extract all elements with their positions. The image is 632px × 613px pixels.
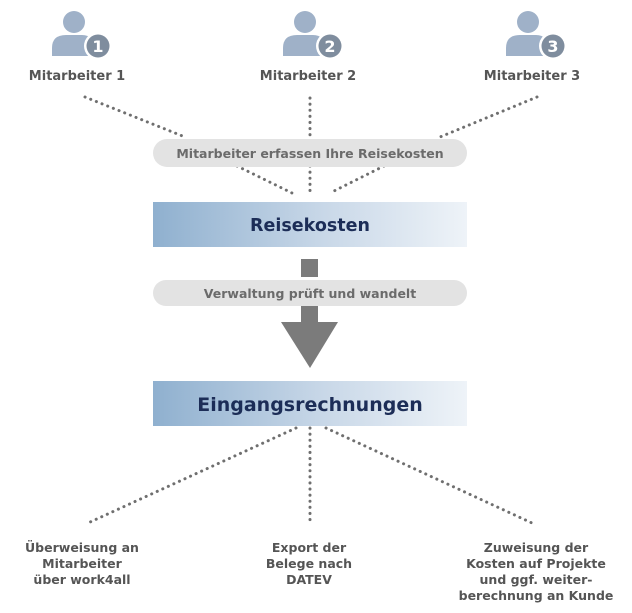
down-arrow-icon xyxy=(281,259,338,368)
svg-text:1: 1 xyxy=(92,37,103,56)
output-transfer: Überweisung an Mitarbeiter über work4all xyxy=(25,540,139,587)
output-line: Export der xyxy=(272,540,347,555)
person-icon xyxy=(506,11,548,56)
output-line: Kosten auf Projekte xyxy=(466,556,606,571)
step-pill-review: Verwaltung prüft und wandelt xyxy=(153,280,467,306)
svg-text:2: 2 xyxy=(324,37,335,56)
number-badge: 2 xyxy=(316,32,344,60)
employee-1: 1 Mitarbeiter 1 xyxy=(29,11,125,84)
output-line: Überweisung an xyxy=(25,540,139,555)
connector-lines-bottom xyxy=(86,426,534,526)
employee-label: Mitarbeiter 1 xyxy=(29,69,125,84)
step-pill-label: Verwaltung prüft und wandelt xyxy=(204,286,416,301)
number-badge: 1 xyxy=(84,32,112,60)
output-line: DATEV xyxy=(286,572,332,587)
output-line: über work4all xyxy=(33,572,130,587)
output-datev-export: Export der Belege nach DATEV xyxy=(266,540,352,587)
process-box-eingangsrechnungen: Eingangsrechnungen xyxy=(153,381,467,426)
number-badge: 3 xyxy=(539,32,567,60)
output-line: berechnung an Kunde xyxy=(459,588,614,603)
employee-label: Mitarbeiter 2 xyxy=(260,69,356,84)
output-line: Mitarbeiter xyxy=(42,556,122,571)
employee-label: Mitarbeiter 3 xyxy=(484,69,580,84)
box-label: Eingangsrechnungen xyxy=(197,394,423,416)
employee-3: 3 Mitarbeiter 3 xyxy=(484,11,580,84)
process-box-reisekosten: Reisekosten xyxy=(153,202,467,247)
connector-lines-top xyxy=(83,95,539,195)
box-label: Reisekosten xyxy=(250,216,370,236)
output-line: und ggf. weiter- xyxy=(480,572,593,587)
output-line: Belege nach xyxy=(266,556,352,571)
employee-2: 2 Mitarbeiter 2 xyxy=(260,11,356,84)
person-icon xyxy=(52,11,94,56)
step-pill-capture: Mitarbeiter erfassen Ihre Reisekosten xyxy=(153,139,467,167)
output-project-assignment: Zuweisung der Kosten auf Projekte und gg… xyxy=(459,540,614,603)
person-icon xyxy=(283,11,325,56)
svg-text:3: 3 xyxy=(547,37,558,56)
step-pill-label: Mitarbeiter erfassen Ihre Reisekosten xyxy=(176,146,443,161)
output-line: Zuweisung der xyxy=(484,540,589,555)
